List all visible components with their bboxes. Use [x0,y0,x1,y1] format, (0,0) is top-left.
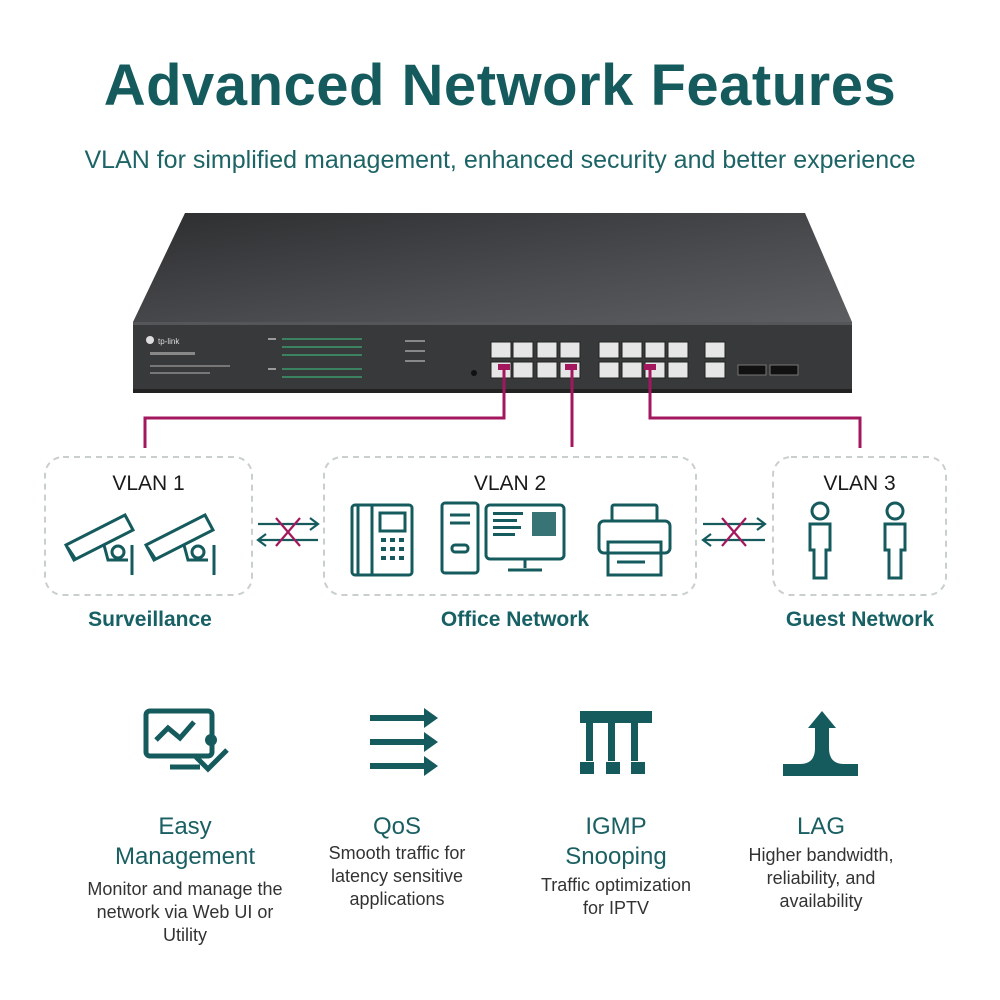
camera-icon [143,512,216,575]
traffic-arrows-icon [370,708,438,776]
feature-lag: LAG Higher bandwidth, reliability, and a… [706,812,936,913]
feature-title: Management [114,843,256,870]
feature-desc-line: latency sensitive [330,866,464,886]
feature-desc-line: Higher bandwidth, [748,845,894,865]
page-title: Advanced Network Features [103,53,897,118]
monitor-check-icon [143,708,229,773]
vlan-links [143,370,862,448]
guest-person-icon [883,501,907,580]
desktop-pc-icon [440,501,566,575]
feature-desc-line: availability [779,891,863,911]
feature-igmp-snooping: IGMP Snooping Traffic optimization for I… [501,812,731,920]
tplink-logo-icon [146,336,154,344]
vlan2-label: VLAN 2 [473,472,547,495]
multicast-tree-icon [580,711,652,774]
feature-desc-line: network via Web UI or [96,902,274,922]
guest-person-icon [808,501,832,580]
led-panel [282,338,362,378]
feature-title: Easy [158,813,212,840]
vlan3-link [648,370,862,448]
link-aggregation-icon [783,711,858,776]
feature-desc-line: reliability, and [766,868,876,888]
feature-desc-line: applications [349,889,445,909]
feature-easy-management: Easy Management Monitor and manage the n… [70,812,300,947]
vlan2-box [323,456,697,596]
feature-desc-line: Traffic optimization [540,875,692,895]
reset-button [471,370,477,376]
vlan3-label: VLAN 3 [823,472,896,495]
vlan3-box [772,456,947,596]
feature-description: Smooth traffic for latency sensitive app… [282,842,512,911]
page-subtitle: VLAN for simplified management, enhanced… [84,146,916,174]
feature-qos: QoS Smooth traffic for latency sensitive… [282,812,512,911]
office-network-label: Office Network [440,608,590,631]
blocked-traffic-icon [701,517,767,547]
feature-title: LAG [796,813,846,840]
ip-phone-icon [350,503,414,577]
blocked-traffic-icon [256,517,320,547]
feature-title: Snooping [565,843,667,870]
feature-desc-line: for IPTV [582,898,649,918]
feature-desc-line: Utility [163,925,207,945]
feature-description: Higher bandwidth, reliability, and avail… [706,844,936,913]
brand-text: tp-link [158,337,180,346]
ethernet-ports [490,341,799,379]
camera-icon [63,512,136,575]
guest-network-label: Guest Network [785,608,935,631]
vlan1-label: VLAN 1 [112,472,185,495]
surveillance-label: Surveillance [88,608,212,631]
feature-desc-line: Monitor and manage the [87,879,283,899]
vlan1-link [143,370,506,448]
feature-description: Monitor and manage the network via Web U… [70,878,300,947]
feature-desc-line: Smooth traffic for [328,843,466,863]
feature-title: IGMP [585,813,647,840]
printer-icon [597,503,672,577]
feature-title: QoS [372,813,422,840]
network-switch: tp-link [133,213,852,393]
feature-description: Traffic optimization for IPTV [501,874,731,920]
